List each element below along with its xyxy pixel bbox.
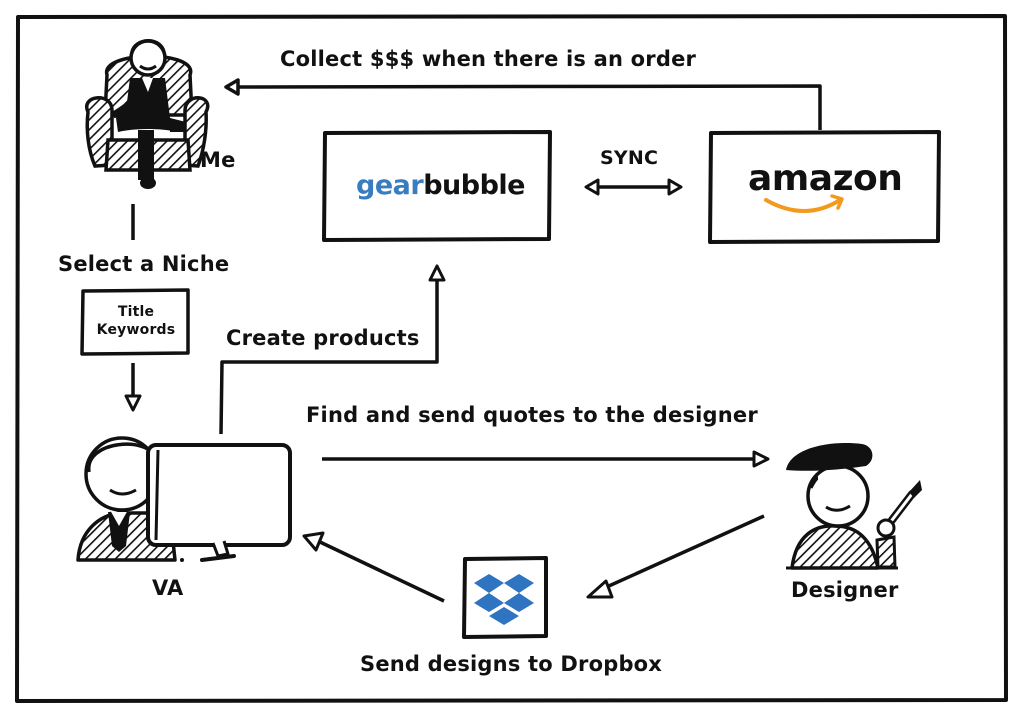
collect-arrow <box>224 78 822 130</box>
find-quotes-label: Find and send quotes to the designer <box>306 403 758 427</box>
gearbubble-logo: gearbubble <box>356 170 525 201</box>
gearbubble-logo-gear: gear <box>356 170 424 201</box>
gearbubble-box <box>322 130 552 242</box>
send-designs-label: Send designs to Dropbox <box>360 652 663 676</box>
designer-label: Designer <box>791 578 899 602</box>
amazon-logo: amazon <box>748 158 903 199</box>
person-at-computer-icon <box>76 436 292 562</box>
collect-money-label: Collect $$$ when there is an order <box>280 47 697 71</box>
dropbox-box <box>462 556 548 639</box>
sync-label: SYNC <box>600 147 659 169</box>
niche-keywords-line: Keywords <box>96 322 176 338</box>
niche-title-text: Title <box>117 304 155 320</box>
sync-arrow <box>584 178 683 196</box>
create-products-label: Create products <box>226 326 420 350</box>
dropbox-to-va-arrow <box>302 531 445 603</box>
find-quotes-arrow <box>322 450 770 468</box>
create-products-arrow <box>219 264 446 435</box>
amazon-smile-arrow <box>764 198 842 213</box>
gearbubble-logo-bubble: bubble <box>423 170 525 201</box>
va-label: VA <box>152 576 184 600</box>
me-label: Me <box>200 148 236 172</box>
niche-keywords-text: Title Keywords <box>85 303 187 339</box>
designer-to-dropbox-arrow <box>586 514 765 599</box>
amazon-box <box>708 130 941 244</box>
select-niche-label: Select a Niche <box>58 252 230 276</box>
niche-to-va-arrow <box>124 363 142 412</box>
dropbox-logo <box>474 574 534 625</box>
outer-frame <box>15 14 1008 703</box>
person-in-armchair-icon <box>85 39 210 189</box>
niche-keywords-box <box>80 288 190 356</box>
artist-with-beret-icon <box>786 443 922 570</box>
